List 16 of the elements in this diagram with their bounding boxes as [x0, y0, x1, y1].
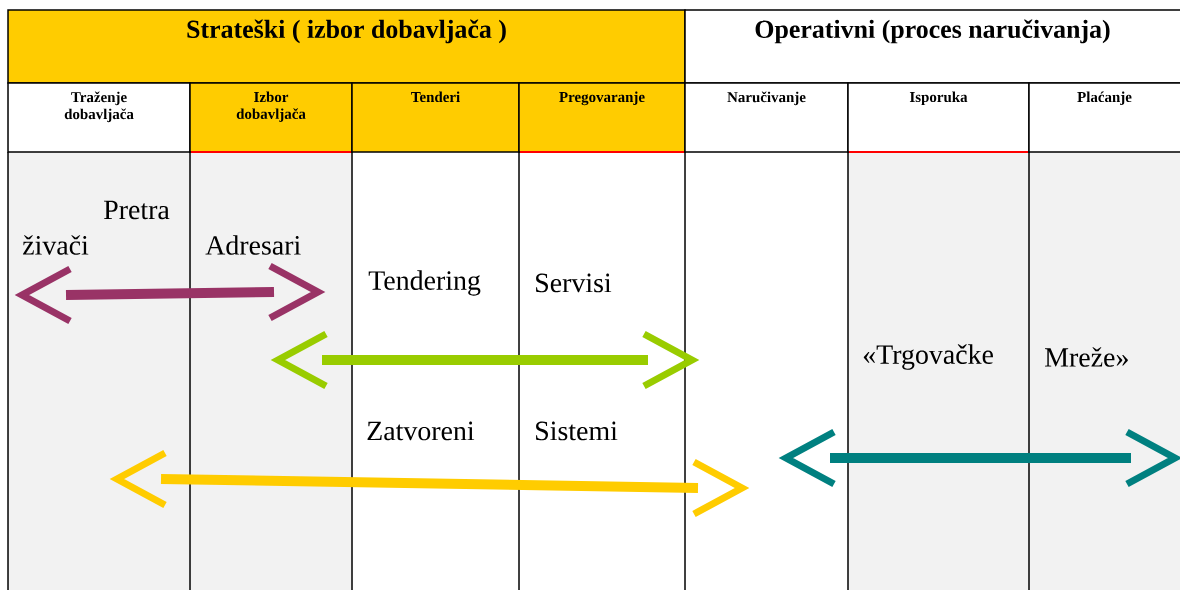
cell-text: Adresari	[205, 235, 301, 255]
cell-text: Servisi	[536, 273, 612, 293]
cell-text: živači	[22, 235, 89, 255]
column-header: Tenderi	[351, 82, 520, 153]
cell-text: Pretra	[104, 200, 170, 220]
cell-text: Zatvoreni	[367, 421, 475, 441]
column-header: Isporuka	[847, 82, 1030, 153]
cell-text: Mreže»	[1045, 347, 1128, 367]
column-header: Pregovaranje	[518, 82, 686, 153]
column-header: Izbor dobavljača	[189, 82, 353, 153]
column-header: Naručivanje	[684, 82, 849, 153]
cell-text: Sistemi	[536, 421, 618, 441]
column-header: Traženje dobavljača	[7, 82, 191, 153]
cell-text: Tendering	[368, 270, 481, 296]
column-header: Plaćanje	[1028, 82, 1180, 153]
cell-text: «Trgovačke	[863, 344, 993, 370]
